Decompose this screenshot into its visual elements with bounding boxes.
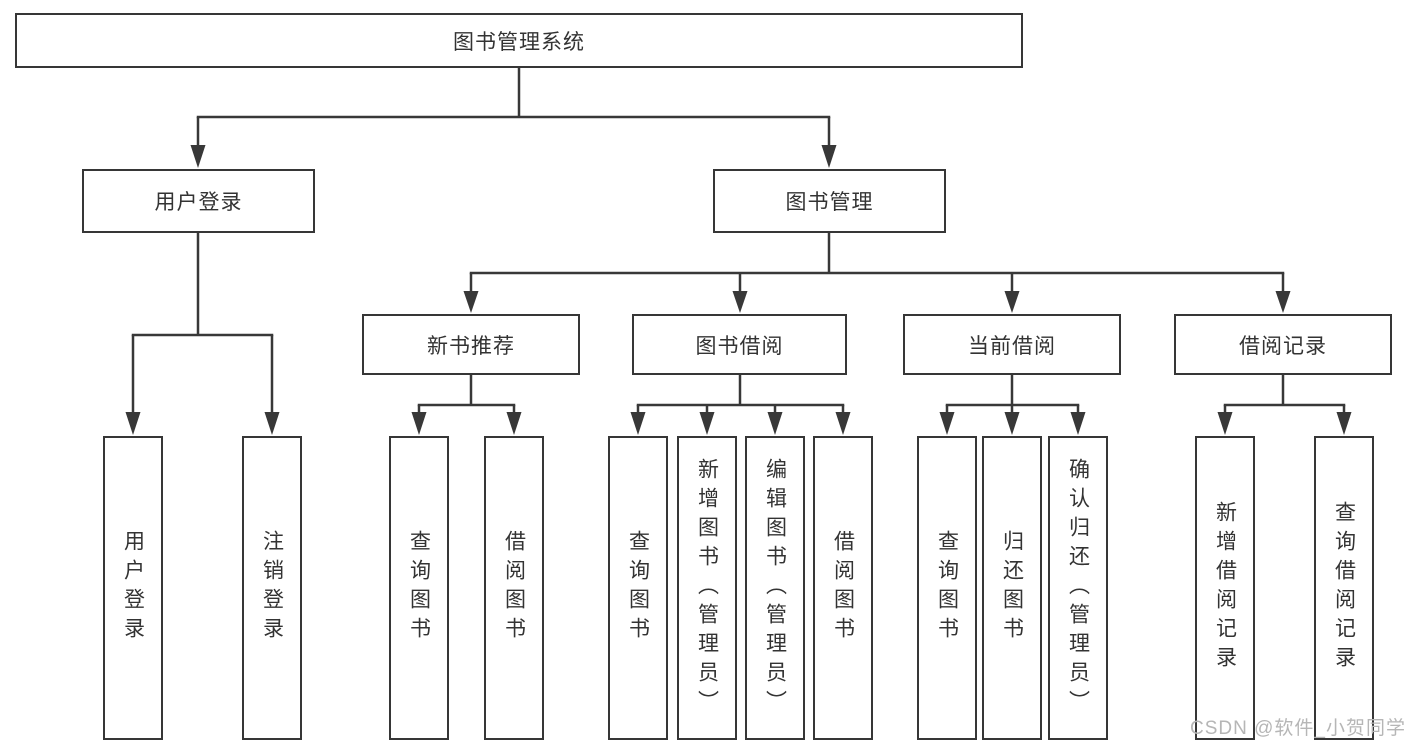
node-leaf-confirm-return-admin: 确认归还（管理员）: [1048, 436, 1108, 740]
node-leaf-borrow-books-recommend: 借阅图书: [484, 436, 544, 740]
node-leaf-query-books-recommend: 查询图书: [389, 436, 449, 740]
node-leaf-user-login: 用户登录: [103, 436, 163, 740]
node-leaf-query-books-current: 查询图书: [917, 436, 977, 740]
csdn-watermark: CSDN @软件_小贺同学: [1190, 718, 1405, 739]
node-leaf-borrow-books: 借阅图书: [813, 436, 873, 740]
node-borrowing-records: 借阅记录: [1174, 314, 1392, 375]
node-new-book-recommend: 新书推荐: [362, 314, 580, 375]
node-leaf-add-borrow-record: 新增借阅记录: [1195, 436, 1255, 740]
node-leaf-query-books-borrowing: 查询图书: [608, 436, 668, 740]
node-leaf-return-books: 归还图书: [982, 436, 1042, 740]
node-root-system: 图书管理系统: [15, 13, 1023, 68]
node-leaf-logout: 注销登录: [242, 436, 302, 740]
node-user-login-branch: 用户登录: [82, 169, 315, 233]
node-book-borrowing: 图书借阅: [632, 314, 847, 375]
node-leaf-edit-books-admin: 编辑图书（管理员）: [745, 436, 805, 740]
node-leaf-add-books-admin: 新增图书（管理员）: [677, 436, 737, 740]
node-current-borrowing: 当前借阅: [903, 314, 1121, 375]
node-leaf-query-borrow-record: 查询借阅记录: [1314, 436, 1374, 740]
node-book-management-branch: 图书管理: [713, 169, 946, 233]
